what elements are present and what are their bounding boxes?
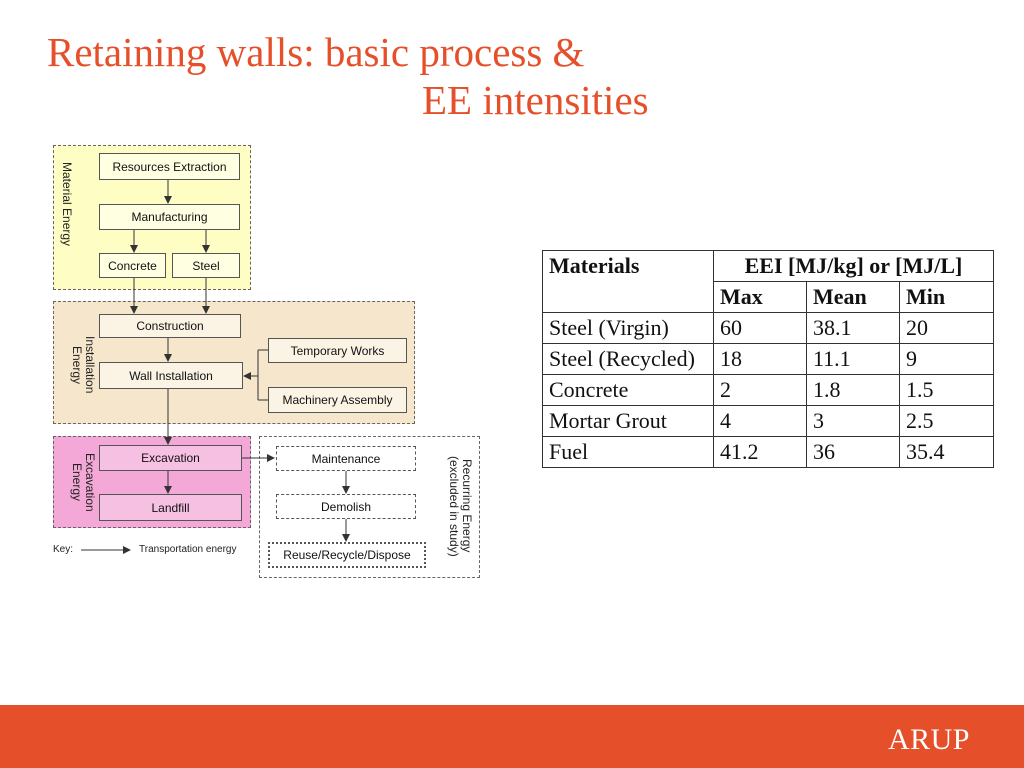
cell-max: 60 — [713, 312, 807, 344]
wall-installation-box: Wall Installation — [99, 362, 243, 389]
resources-extraction-box: Resources Extraction — [99, 153, 240, 180]
table-row: Mortar Grout 4 3 2.5 — [542, 405, 994, 437]
cell-max: 41.2 — [713, 436, 807, 468]
cell-min: 35.4 — [899, 436, 994, 468]
recurring-energy-label: Recurring Energy (excluded in study) — [447, 455, 474, 557]
title-line-2: EE intensities — [422, 77, 649, 123]
cell-max: 4 — [713, 405, 807, 437]
landfill-box: Landfill — [99, 494, 242, 521]
material-energy-label: Material Energy — [60, 162, 74, 247]
cell-mean: 1.8 — [806, 374, 900, 406]
table-row: Steel (Recycled) 18 11.1 9 — [542, 343, 994, 375]
cell-min: 20 — [899, 312, 994, 344]
header-eei: EEI [MJ/kg] or [MJ/L] — [713, 250, 994, 282]
machinery-assembly-box: Machinery Assembly — [268, 387, 407, 413]
table-header-row: Materials EEI [MJ/kg] or [MJ/L] — [542, 250, 994, 313]
table-row: Fuel 41.2 36 35.4 — [542, 436, 994, 468]
diagram-key: Key: Transportation energy — [53, 544, 236, 555]
cell-mean: 3 — [806, 405, 900, 437]
installation-energy-label: Installation Energy — [70, 336, 97, 394]
header-min: Min — [899, 281, 994, 313]
steel-box: Steel — [172, 253, 240, 278]
key-text: Transportation energy — [139, 544, 237, 555]
table-subheader-row: Max Mean Min — [543, 281, 994, 313]
cell-mean: 11.1 — [806, 343, 900, 375]
cell-material: Steel (Recycled) — [542, 343, 714, 375]
cell-mean: 36 — [806, 436, 900, 468]
header-max: Max — [713, 281, 807, 313]
cell-min: 1.5 — [899, 374, 994, 406]
cell-mean: 38.1 — [806, 312, 900, 344]
header-materials: Materials — [542, 250, 714, 313]
excavation-box: Excavation — [99, 445, 242, 471]
cell-material: Fuel — [542, 436, 714, 468]
cell-material: Mortar Grout — [542, 405, 714, 437]
construction-box: Construction — [99, 314, 241, 338]
arup-logo: ARUP — [887, 723, 970, 756]
excavation-energy-label: Excavation Energy — [70, 452, 97, 512]
cell-min: 2.5 — [899, 405, 994, 437]
key-label: Key: — [53, 544, 74, 555]
table-row: Concrete 2 1.8 1.5 — [542, 374, 994, 406]
footer-bar: ARUP — [0, 705, 1024, 768]
reuse-recycle-dispose-box: Reuse/Recycle/Dispose — [268, 542, 426, 568]
title-line-1: Retaining walls: basic process & — [47, 29, 585, 75]
cell-material: Concrete — [542, 374, 714, 406]
cell-material: Steel (Virgin) — [542, 312, 714, 344]
ee-intensity-table: Materials EEI [MJ/kg] or [MJ/L] Max Mean… — [542, 250, 994, 468]
manufacturing-box: Manufacturing — [99, 204, 240, 230]
key-arrow-icon — [81, 545, 132, 554]
cell-min: 9 — [899, 343, 994, 375]
cell-max: 18 — [713, 343, 807, 375]
concrete-box: Concrete — [99, 253, 166, 278]
slide-title: Retaining walls: basic process & EE inte… — [47, 28, 649, 124]
temporary-works-box: Temporary Works — [268, 338, 407, 363]
maintenance-box: Maintenance — [276, 446, 416, 471]
cell-max: 2 — [713, 374, 807, 406]
header-mean: Mean — [806, 281, 900, 313]
table-row: Steel (Virgin) 60 38.1 20 — [542, 312, 994, 344]
demolish-box: Demolish — [276, 494, 416, 519]
